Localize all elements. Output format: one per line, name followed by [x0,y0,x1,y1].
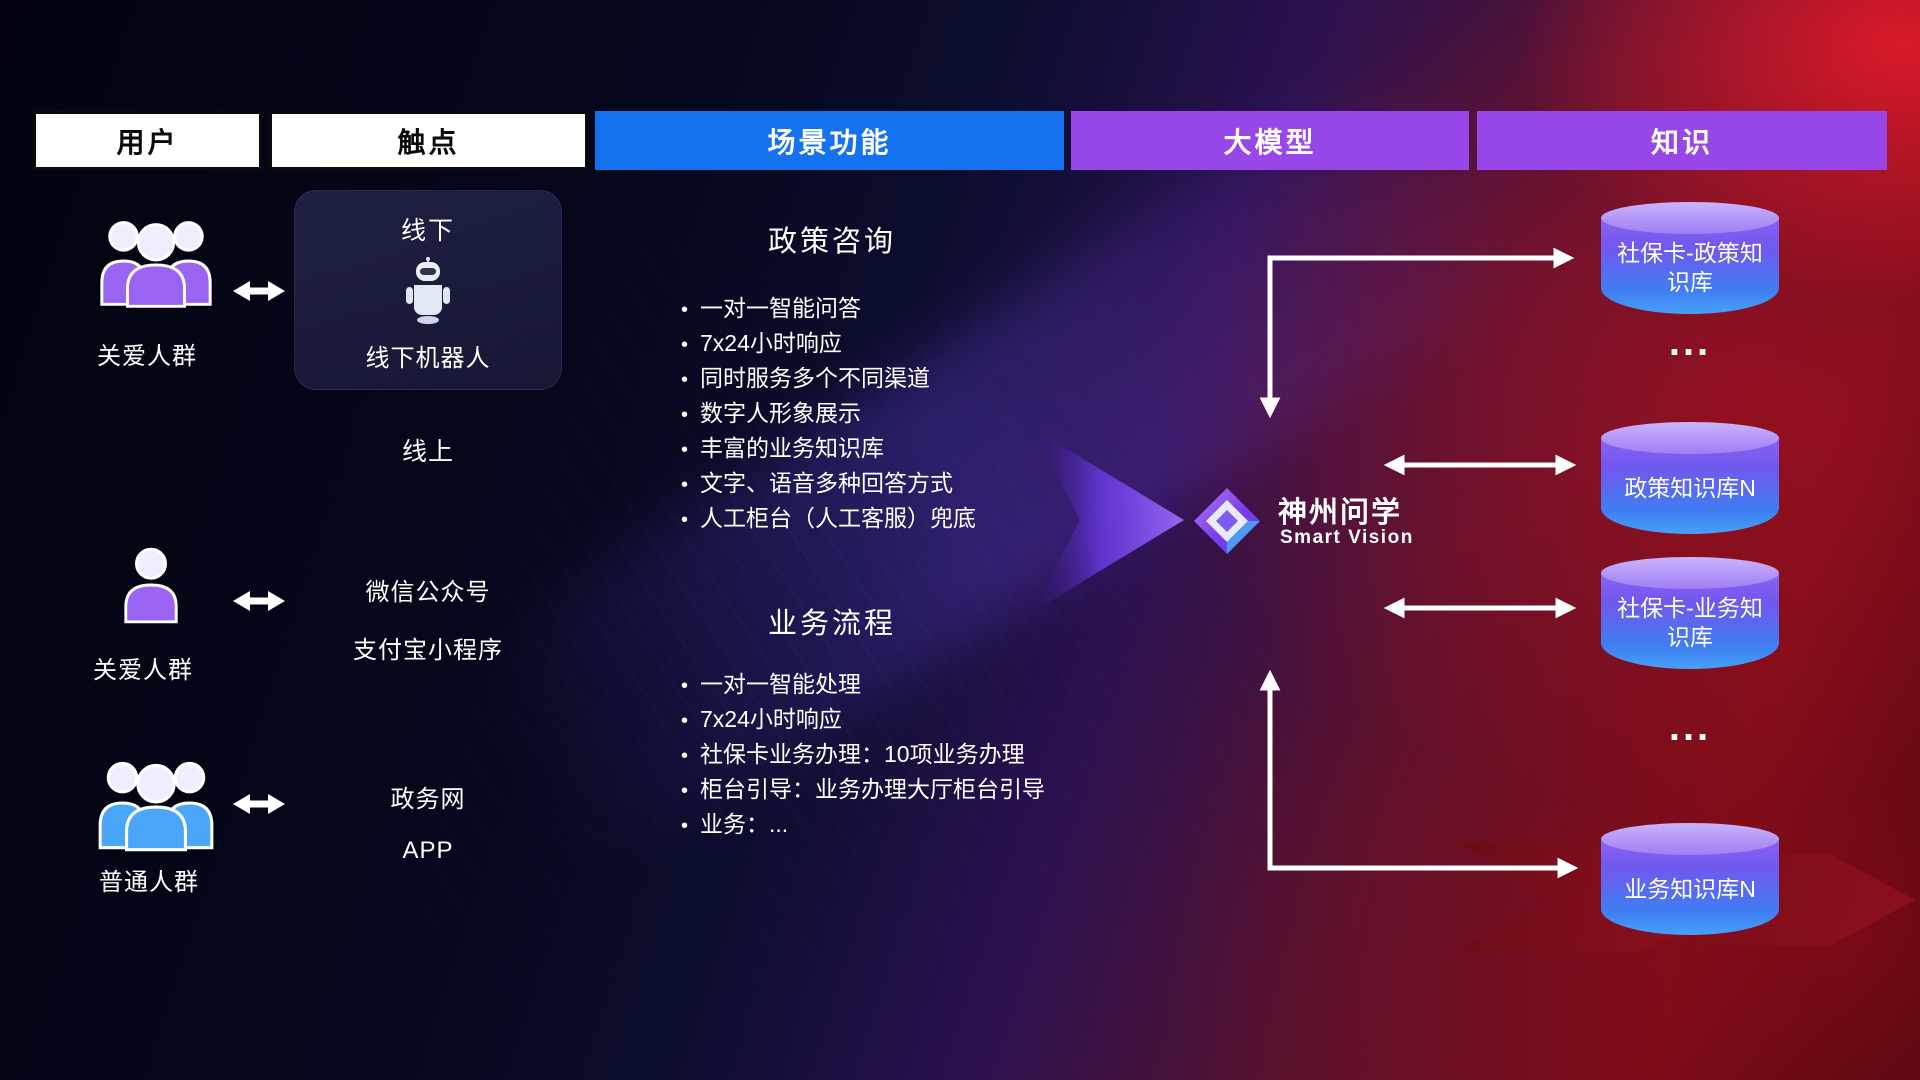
policy-section-title: 政策咨询 [767,226,896,258]
robot-icon [402,257,454,330]
header-scenario: 场景功能 [595,111,1064,170]
knowledge-db-socialcard-policy: 社保卡-政策知识库 [1601,202,1779,314]
business-item: 一对一智能处理 [681,668,1045,703]
header-model: 大模型 [1071,111,1469,170]
policy-item: 丰富的业务知识库 [681,432,976,467]
knowledge-ellipsis: ... [1668,705,1712,749]
db-cylinder-body [1601,438,1779,534]
db-label: 社保卡-政策知识库 [1617,240,1763,295]
policy-item: 文字、语音多种回答方式 [681,467,976,502]
user-group-blue-icon [90,754,222,857]
db-cylinder-body [1601,218,1779,314]
offline-label: 线下 [400,217,455,245]
business-item: 柜台引导：业务办理大厅柜台引导 [681,773,1045,808]
header-users-label: 用户 [116,126,179,158]
online-label: 线上 [401,438,454,466]
policy-feature-list: 一对一智能问答 7x24小时响应 同时服务多个不同渠道 数字人形象展示 丰富的业… [681,292,976,537]
db-label: 业务知识库N [1624,875,1756,902]
touchpoint-app: APP [402,837,454,864]
policy-item: 同时服务多个不同渠道 [681,362,976,397]
db-cylinder-top [1601,557,1779,589]
touchpoint-gov-web: 政务网 [390,786,466,813]
brand-subtitle: Smart Vision [1280,527,1414,548]
db-cylinder-body [1601,573,1779,669]
header-knowledge: 知识 [1477,111,1887,170]
header-knowledge-label: 知识 [1650,126,1713,158]
touchpoint-alipay: 支付宝小程序 [353,637,503,664]
offline-touchpoint-card: 线下 线下机器人 [294,190,562,390]
business-section-title: 业务流程 [767,608,896,640]
offline-robot-label: 线下机器人 [365,345,491,372]
business-item: 社保卡业务办理：10项业务办理 [681,738,1045,773]
header-model-label: 大模型 [1223,126,1317,158]
policy-item: 人工柜台（人工客服）兜底 [681,502,976,537]
knowledge-ellipsis: ... [1668,320,1712,364]
user-single-icon [120,546,182,629]
touchpoint-wechat: 微信公众号 [365,579,491,606]
header-scenario-label: 场景功能 [767,126,892,158]
user-group-blue-label: 普通人群 [99,869,199,896]
db-cylinder-body [1601,839,1779,935]
policy-item: 数字人形象展示 [681,397,976,432]
business-item: 7x24小时响应 [681,703,1045,738]
db-cylinder-top [1601,202,1779,234]
policy-item: 7x24小时响应 [681,327,976,362]
user-group-icon [92,212,220,315]
header-touchpoints-label: 触点 [397,126,460,158]
brand-name: 神州问学 [1278,497,1403,529]
knowledge-db-business-n: 业务知识库N [1601,823,1779,935]
db-label: 社保卡-业务知识库 [1617,595,1763,650]
business-item: 业务：... [681,808,1045,843]
brand-diamond-logo-icon [1192,486,1262,561]
header-users: 用户 [33,111,262,170]
knowledge-db-socialcard-business: 社保卡-业务知识库 [1601,557,1779,669]
business-feature-list: 一对一智能处理 7x24小时响应 社保卡业务办理：10项业务办理 柜台引导：业务… [681,668,1045,843]
db-label: 政策知识库N [1624,474,1756,501]
db-cylinder-top [1601,422,1779,454]
header-touchpoints: 触点 [269,111,588,170]
knowledge-db-policy-n: 政策知识库N [1601,422,1779,534]
user-group-label: 关爱人群 [97,343,197,370]
policy-item: 一对一智能问答 [681,292,976,327]
db-cylinder-top [1601,823,1779,855]
user-single-label: 关爱人群 [93,657,193,684]
